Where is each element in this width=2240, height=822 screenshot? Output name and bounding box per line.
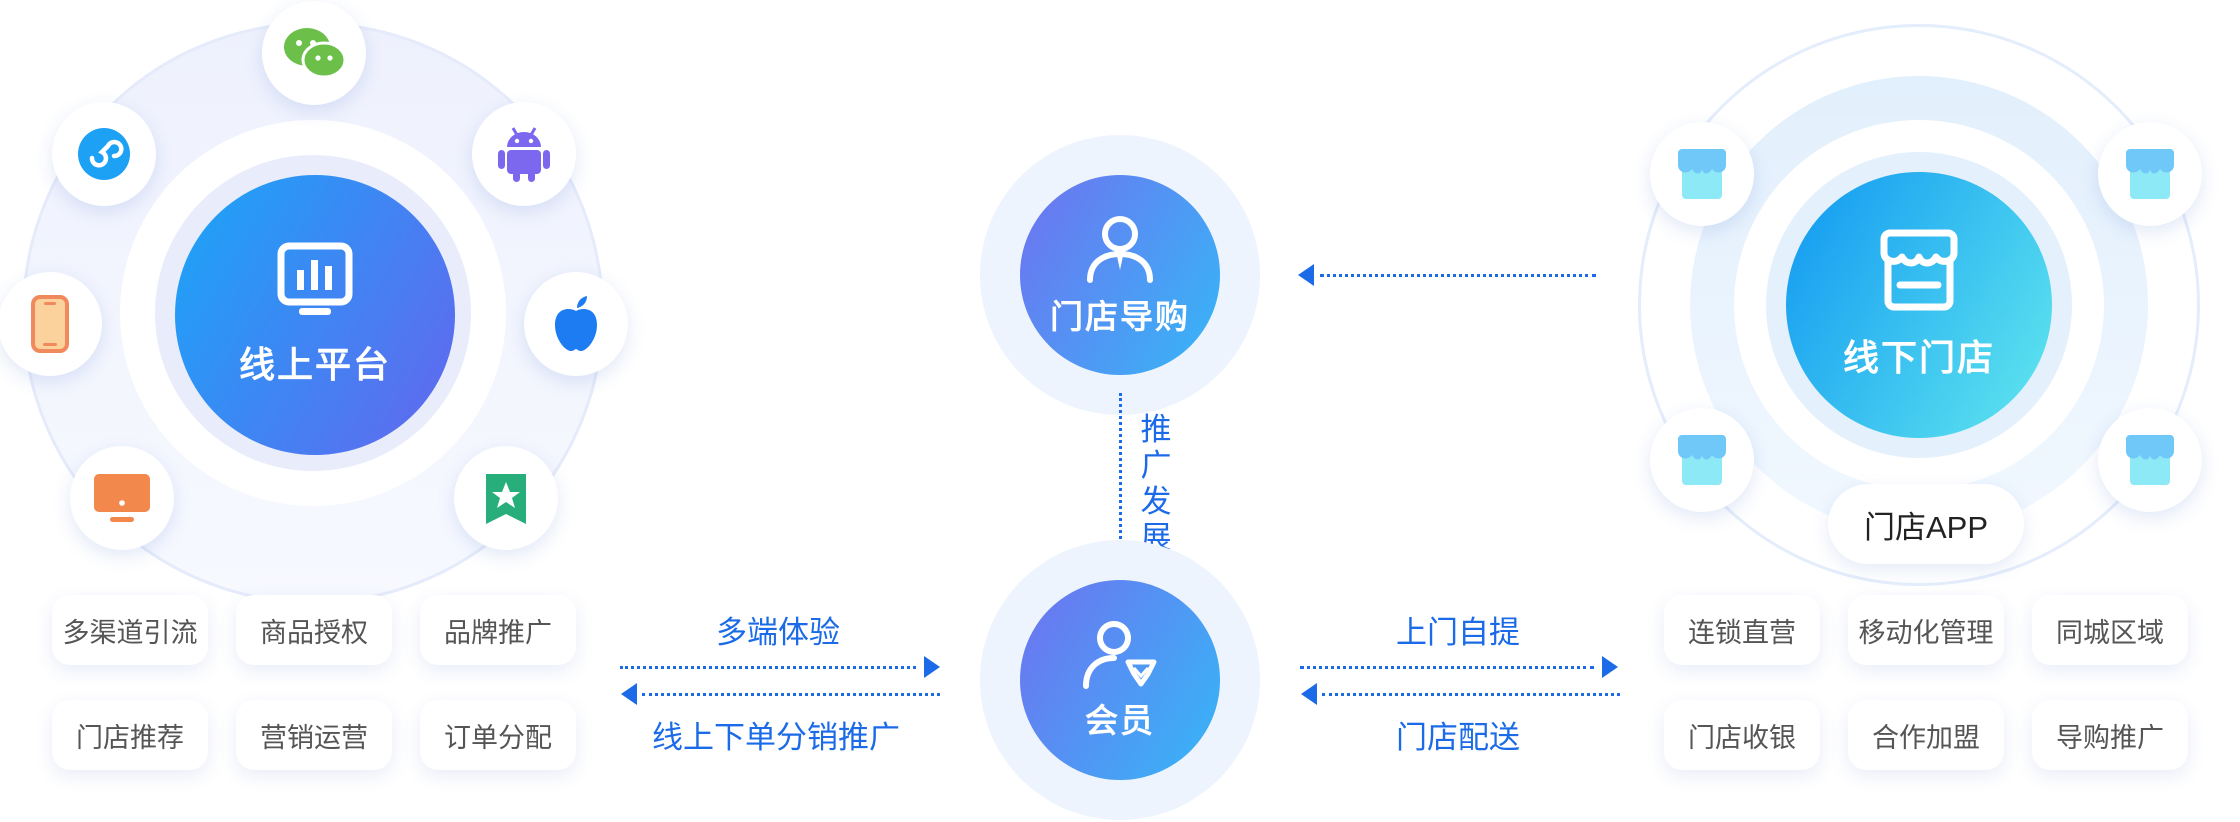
offline-store-circle[interactable]: 线下门店 [1786,172,2052,438]
channel-favorite[interactable] [454,446,558,550]
store-guide-circle[interactable]: 门店导购 [1020,175,1220,375]
small-store-icon [1678,435,1726,485]
monitor-icon [94,474,150,522]
online-feature-pill: 多渠道引流 [52,595,208,665]
online-platform-title: 线上平台 [238,345,391,386]
online-feature-pill: 营销运营 [236,700,392,770]
online-feature-pill: 品牌推广 [420,595,576,665]
apple-icon [555,296,597,351]
online-platform-circle[interactable]: 线上平台 [175,175,455,455]
member-circle[interactable]: 会员 [1020,580,1220,780]
online-feature-pill: 门店推荐 [52,700,208,770]
store-bubble[interactable] [2098,408,2202,512]
store-to-guide-line [1320,274,1596,277]
wechat-icon [284,28,347,79]
mini-program-icon [78,128,130,180]
online-to-member-arrow [924,656,940,678]
offline-feature-pill: 连锁直营 [1664,595,1820,665]
member-to-online-line [642,693,940,696]
mobile-phone-icon [31,295,69,353]
favorite-star-icon [486,474,526,524]
online-feature-pill: 商品授权 [236,595,392,665]
offline-store-title: 线下门店 [1842,338,1995,379]
store-to-member-arrow [1301,683,1317,705]
dashboard-icon [277,242,353,315]
store-delivery-label: 门店配送 [1396,720,1520,756]
offline-feature-pill: 门店收银 [1664,700,1820,770]
store-to-member-line [1322,693,1620,696]
promotion-development-label: 推广发展 [1140,412,1172,556]
channel-android[interactable] [472,102,576,206]
channel-mini-program[interactable] [52,102,156,206]
offline-feature-pill: 同城区域 [2032,595,2188,665]
member-title: 会员 [1085,701,1155,740]
store-bubble[interactable] [2098,122,2202,226]
store-icon [1880,229,1958,311]
self-pickup-label: 上门自提 [1396,615,1520,651]
small-store-icon [2126,149,2174,199]
offline-feature-pill: 导购推广 [2032,700,2188,770]
member-to-store-line [1300,666,1594,669]
channel-apple[interactable] [524,272,628,376]
small-store-icon [2126,435,2174,485]
store-guide-title: 门店导购 [1050,297,1190,336]
offline-feature-pill: 合作加盟 [1848,700,2004,770]
online-order-label: 线上下单分销推广 [652,720,900,756]
store-bubble[interactable] [1650,408,1754,512]
channel-mobile[interactable] [0,272,102,376]
small-store-icon [1678,149,1726,199]
channel-desktop[interactable] [70,446,174,550]
store-to-guide-arrow [1298,264,1314,286]
user-icon [1087,216,1153,283]
online-feature-pill: 订单分配 [420,700,576,770]
channel-wechat[interactable] [262,1,366,105]
member-to-store-arrow [1602,656,1618,678]
android-icon [498,127,550,182]
member-to-online-arrow [621,683,637,705]
member-vip-icon [1083,621,1157,689]
online-to-member-line [620,666,916,669]
store-bubble[interactable] [1650,122,1754,226]
offline-feature-pill: 移动化管理 [1848,595,2004,665]
guide-to-member-line [1119,393,1122,545]
store-app-badge[interactable]: 门店APP [1828,484,2024,564]
multi-terminal-label: 多端体验 [716,615,840,651]
